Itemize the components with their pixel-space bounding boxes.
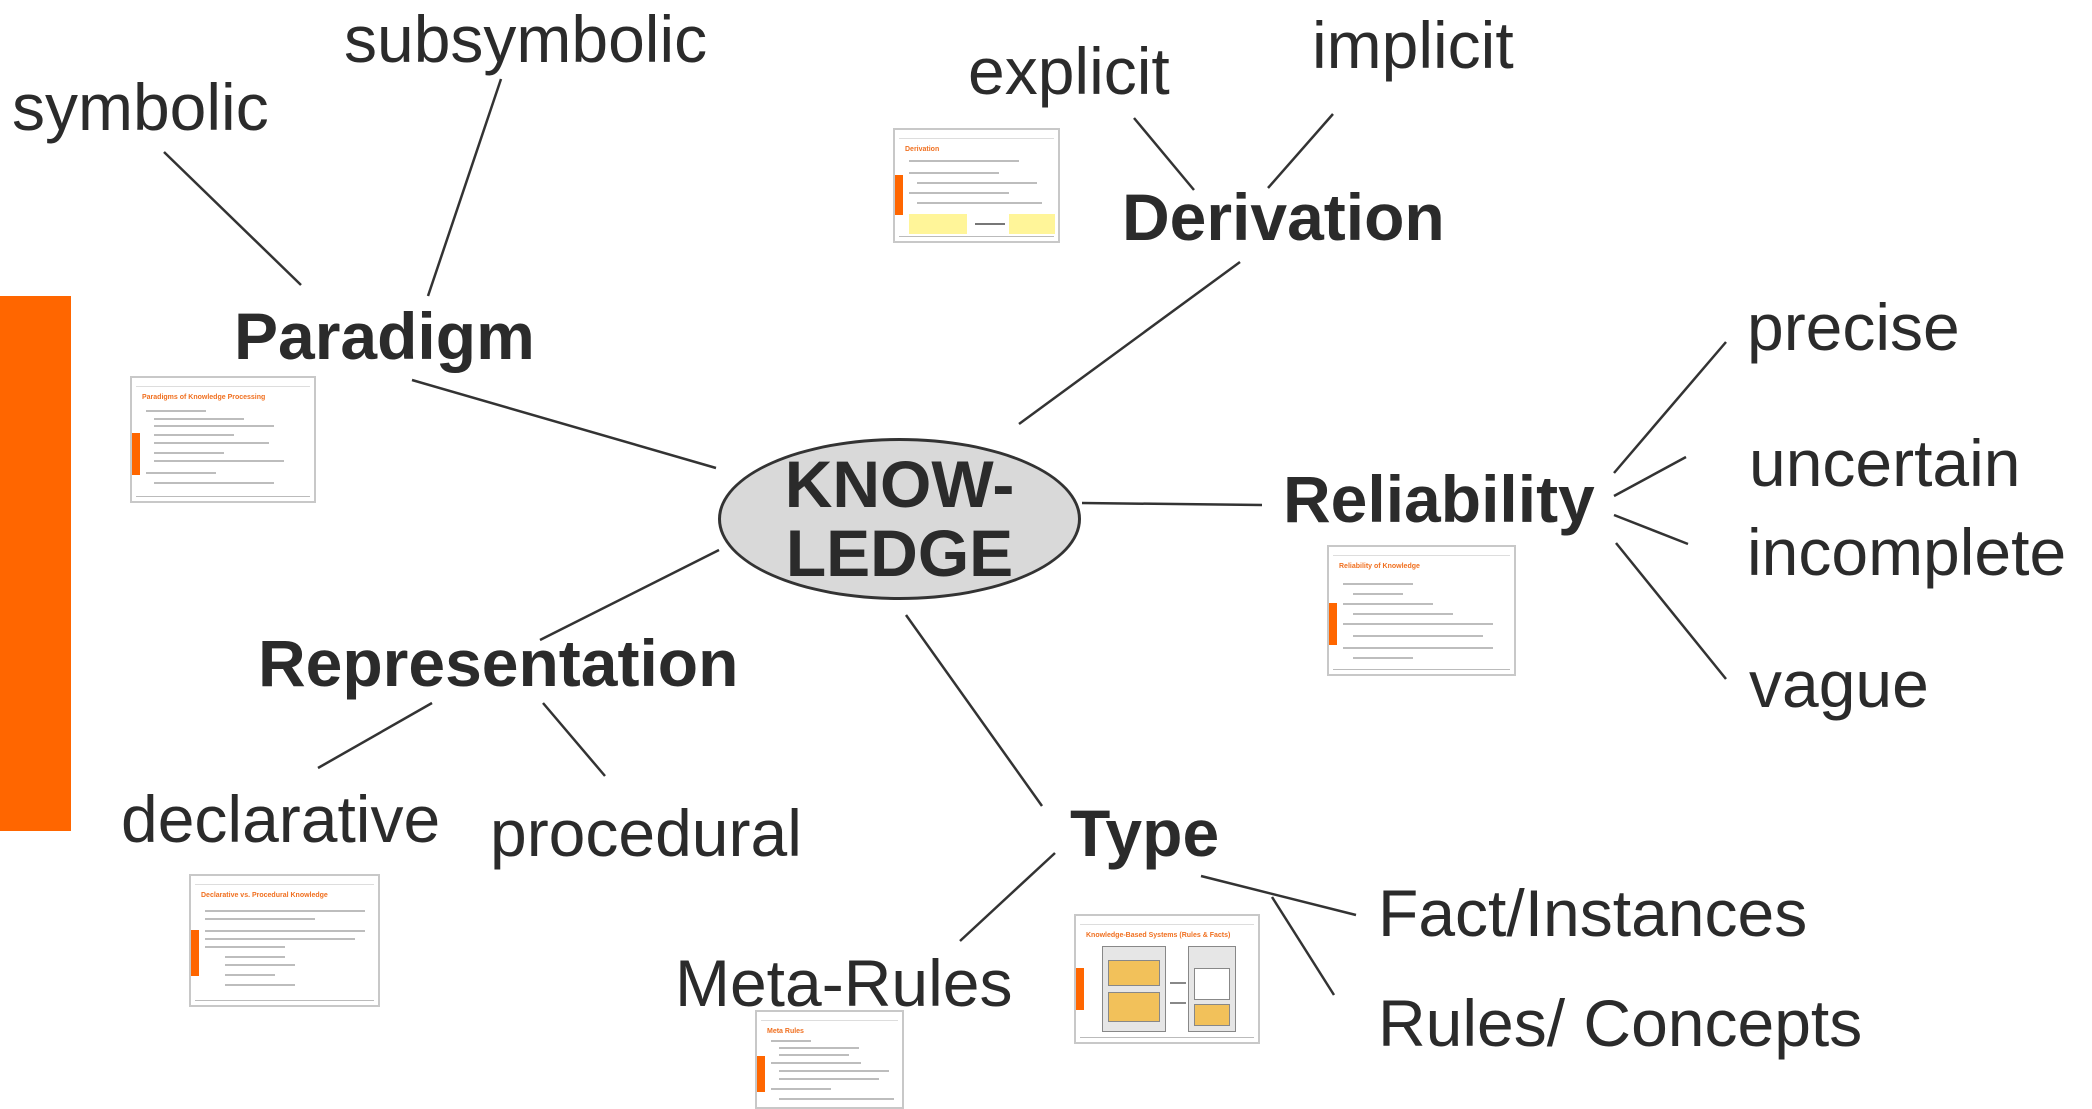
slide-thumbnail-type: Knowledge-Based Systems (Rules & Facts) <box>1074 914 1260 1044</box>
slide-thumbnail-reliability: Reliability of Knowledge <box>1327 545 1516 676</box>
leaf-uncertain: uncertain <box>1749 426 2021 500</box>
branch-type: Type <box>1070 796 1220 870</box>
leaf-subsymbolic: subsymbolic <box>344 2 708 76</box>
link-reliability-vague <box>1615 542 1727 680</box>
leaf-symbolic: symbolic <box>12 70 269 144</box>
thumbnail-title: Derivation <box>905 146 940 153</box>
thumbnail-title: Paradigms of Knowledge Processing <box>142 394 266 401</box>
center-label-line1: KNOW- <box>784 446 1015 521</box>
link-reliability-uncertain <box>1613 455 1687 498</box>
leaf-incomplete: incomplete <box>1747 515 2067 589</box>
center-label-line2: LEDGE <box>785 516 1014 590</box>
link-type-fact-instances <box>1200 874 1357 917</box>
thumbnail-title: Reliability of Knowledge <box>1339 563 1420 570</box>
leaf-implicit: implicit <box>1312 8 1514 82</box>
link-paradigm-subsymbolic <box>426 78 503 297</box>
slide-thumbnail-paradigm: Paradigms of Knowledge Processing <box>130 376 316 503</box>
leaf-declarative: declarative <box>121 782 441 856</box>
link-type-meta-rules <box>959 852 1056 942</box>
branch-paradigm: Paradigm <box>234 299 535 373</box>
orange-accent-bar <box>0 296 71 831</box>
branch-reliability: Reliability <box>1283 462 1595 536</box>
thumbnail-title: Knowledge-Based Systems (Rules & Facts) <box>1086 932 1231 939</box>
branch-derivation: Derivation <box>1122 180 1445 254</box>
leaf-rules-concepts: Rules/ Concepts <box>1378 986 1863 1060</box>
link-center-type <box>904 614 1044 807</box>
slide-thumbnail-derivation: Derivation <box>893 128 1060 243</box>
link-center-representation <box>539 548 720 642</box>
link-center-derivation <box>1018 260 1241 426</box>
link-reliability-incomplete <box>1613 513 1689 546</box>
leaf-explicit: explicit <box>968 34 1170 108</box>
link-reliability-precise <box>1613 341 1727 474</box>
link-type-rules-concepts <box>1270 896 1336 996</box>
leaf-fact-instances: Fact/Instances <box>1378 876 1808 950</box>
branch-representation: Representation <box>258 626 739 700</box>
center-node-knowledge: KNOW- LEDGE <box>718 438 1081 600</box>
link-center-paradigm <box>411 378 717 470</box>
link-derivation-implicit <box>1267 113 1334 189</box>
leaf-precise: precise <box>1747 290 1960 364</box>
link-representation-procedural <box>542 702 606 777</box>
leaf-meta-rules: Meta-Rules <box>675 946 1013 1020</box>
link-center-reliability <box>1081 501 1263 507</box>
slide-thumbnail-representation: Declarative vs. Procedural Knowledge <box>189 874 380 1007</box>
slide-thumbnail-meta-rules: Meta Rules <box>755 1010 904 1109</box>
leaf-vague: vague <box>1749 647 1929 721</box>
thumbnail-title: Meta Rules <box>767 1028 804 1035</box>
thumbnail-title: Declarative vs. Procedural Knowledge <box>201 892 328 899</box>
link-representation-declarative <box>317 701 433 770</box>
leaf-procedural: procedural <box>490 796 802 870</box>
link-derivation-explicit <box>1133 117 1195 191</box>
link-paradigm-symbolic <box>163 151 302 286</box>
